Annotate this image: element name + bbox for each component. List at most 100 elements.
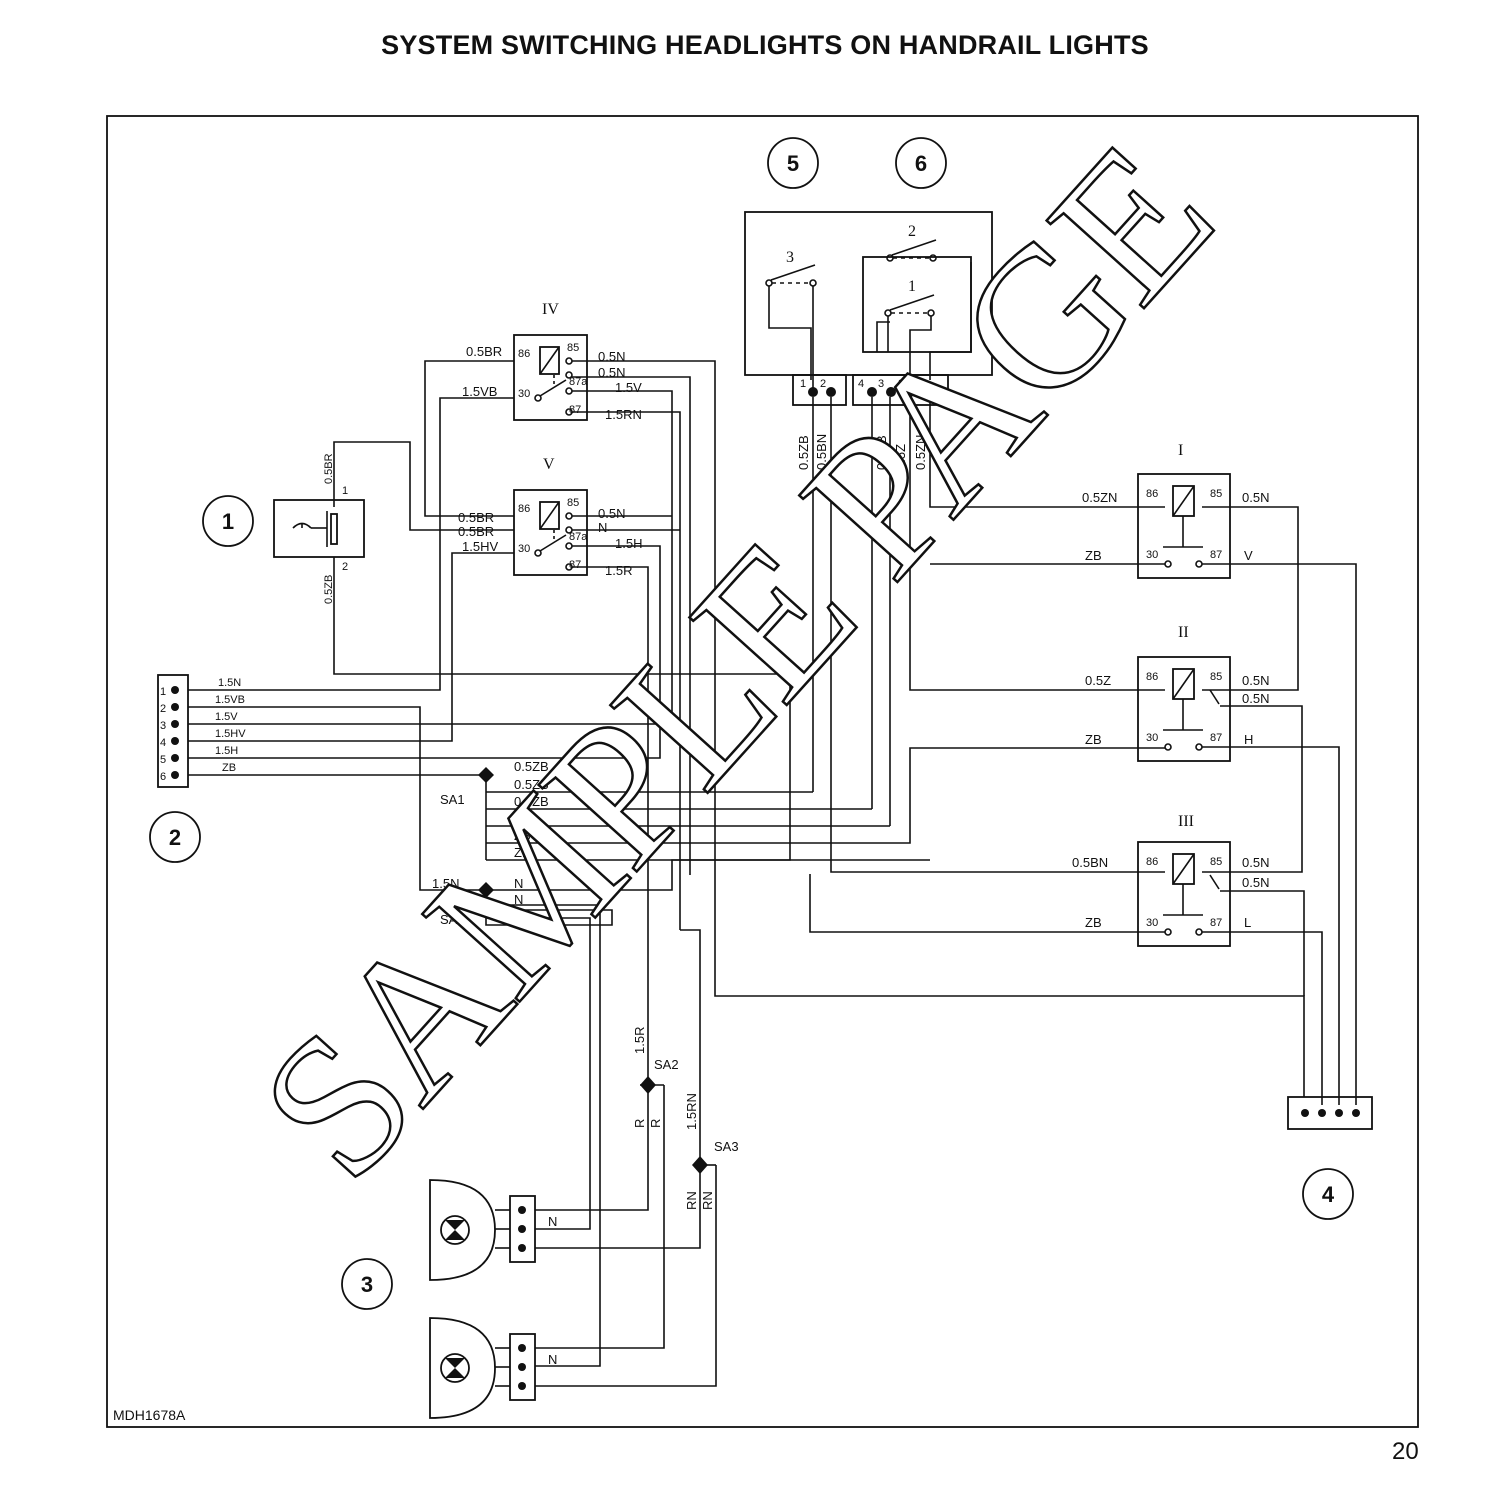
svg-text:3: 3	[361, 1272, 373, 1297]
svg-text:ZB: ZB	[514, 828, 531, 843]
splice-sa2: SA2	[640, 1057, 679, 1094]
relay-v-label: V	[543, 456, 555, 473]
handrail-lamp-2	[429, 1317, 536, 1419]
svg-text:2: 2	[160, 703, 166, 715]
svg-text:2: 2	[820, 378, 826, 390]
svg-text:0.5BR: 0.5BR	[323, 453, 335, 484]
connector-right	[852, 374, 949, 406]
relay-iv-label: IV	[542, 301, 559, 318]
svg-text:1.5N: 1.5N	[432, 876, 459, 891]
svg-text:N: N	[548, 1352, 557, 1367]
svg-text:30: 30	[518, 388, 530, 400]
svg-text:0.5BR: 0.5BR	[466, 344, 502, 359]
svg-text:1.5H: 1.5H	[615, 536, 642, 551]
svg-text:1.5RN: 1.5RN	[684, 1093, 699, 1130]
svg-text:3: 3	[160, 720, 166, 732]
svg-text:0.5BR: 0.5BR	[458, 510, 494, 525]
svg-text:1: 1	[800, 378, 806, 390]
svg-text:0.5Z: 0.5Z	[893, 444, 908, 470]
svg-text:0.5ZB: 0.5ZB	[874, 435, 889, 470]
svg-text:SA4: SA4	[440, 912, 465, 927]
svg-text:1.5VB: 1.5VB	[215, 694, 245, 706]
svg-text:ZB: ZB	[1085, 732, 1102, 747]
callout-3: 3	[341, 1258, 393, 1310]
svg-text:N: N	[514, 892, 523, 907]
svg-text:0.5ZB: 0.5ZB	[796, 435, 811, 470]
relay-i-label: I	[1178, 442, 1183, 459]
switch-panel: 3 2 1 1 2 4 3 2	[744, 211, 993, 406]
svg-text:0.5ZN: 0.5ZN	[913, 435, 928, 470]
relay-i: I 86 85 30 87	[1137, 442, 1231, 579]
svg-text:30: 30	[1146, 732, 1158, 744]
svg-text:N: N	[548, 1214, 557, 1229]
svg-text:30: 30	[1146, 549, 1158, 561]
svg-text:0.5N: 0.5N	[598, 349, 625, 364]
svg-text:H: H	[1244, 732, 1253, 747]
svg-text:0.5ZB: 0.5ZB	[514, 759, 549, 774]
svg-text:N: N	[514, 909, 523, 924]
svg-text:1.5R: 1.5R	[632, 1027, 647, 1054]
svg-text:ZB: ZB	[1085, 915, 1102, 930]
relay-v: V 86 85 30 87 87a	[513, 456, 588, 576]
splice-sa4: SA4	[440, 882, 494, 927]
callout-6: 6	[895, 137, 947, 189]
switch-3: 3	[765, 249, 817, 390]
svg-text:1.5H: 1.5H	[215, 745, 238, 757]
svg-text:4: 4	[160, 737, 166, 749]
svg-text:1.5VB: 1.5VB	[462, 384, 497, 399]
callout-2: 2	[149, 811, 201, 863]
svg-text:1.5N: 1.5N	[218, 677, 241, 689]
svg-text:0.5ZB: 0.5ZB	[514, 777, 549, 792]
svg-text:87: 87	[1210, 732, 1222, 744]
svg-text:R: R	[632, 1119, 647, 1128]
svg-text:1: 1	[918, 378, 924, 390]
diagram-frame	[106, 115, 1419, 1428]
svg-text:85: 85	[1210, 856, 1222, 868]
svg-text:5: 5	[160, 754, 166, 766]
svg-text:R: R	[648, 1119, 663, 1128]
drawing-code: MDH1678A	[113, 1407, 186, 1423]
svg-text:85: 85	[567, 497, 579, 509]
svg-text:0.5N: 0.5N	[598, 506, 625, 521]
svg-text:85: 85	[567, 342, 579, 354]
switch-2-label: 2	[908, 223, 916, 240]
svg-text:4: 4	[1322, 1182, 1335, 1207]
svg-text:87: 87	[1210, 917, 1222, 929]
connector-2: 1 2 3 4 5 6	[157, 674, 189, 788]
svg-text:86: 86	[518, 503, 530, 515]
relay-iv: IV 86 85 30 87 87a	[513, 301, 588, 421]
relay-ii: II 86 85 30 87	[1137, 624, 1231, 762]
connector-4	[1287, 1096, 1373, 1130]
svg-text:V: V	[1244, 548, 1253, 563]
svg-text:0.5ZB: 0.5ZB	[514, 794, 549, 809]
relay-ii-label: II	[1178, 624, 1189, 641]
callout-5: 5	[767, 137, 819, 189]
svg-text:1.5HV: 1.5HV	[462, 539, 498, 554]
svg-text:30: 30	[518, 543, 530, 555]
relay-iii: III 86 85 30 87	[1137, 813, 1231, 947]
svg-text:1: 1	[222, 509, 234, 534]
splice-sa3: SA3	[692, 1139, 739, 1174]
svg-text:6: 6	[915, 151, 927, 176]
svg-text:2: 2	[342, 561, 348, 573]
svg-text:0.5Z: 0.5Z	[1085, 673, 1111, 688]
svg-text:1.5V: 1.5V	[615, 380, 642, 395]
svg-text:1: 1	[160, 686, 166, 698]
splice-sa1: SA1	[440, 767, 494, 807]
svg-text:2: 2	[898, 378, 904, 390]
svg-text:1.5R: 1.5R	[605, 563, 632, 578]
svg-text:N: N	[598, 520, 607, 535]
svg-text:85: 85	[1210, 488, 1222, 500]
svg-text:5: 5	[787, 151, 799, 176]
svg-text:SA1: SA1	[440, 792, 465, 807]
svg-text:0.5N: 0.5N	[1242, 691, 1269, 706]
svg-text:1: 1	[342, 485, 348, 497]
svg-text:ZB: ZB	[514, 845, 531, 860]
svg-text:0.5N: 0.5N	[598, 365, 625, 380]
svg-text:ZB: ZB	[222, 762, 236, 774]
svg-text:ZB: ZB	[514, 811, 531, 826]
svg-text:86: 86	[1146, 671, 1158, 683]
svg-text:4: 4	[858, 378, 864, 390]
svg-text:0.5BR: 0.5BR	[458, 524, 494, 539]
svg-text:87a: 87a	[569, 531, 588, 543]
